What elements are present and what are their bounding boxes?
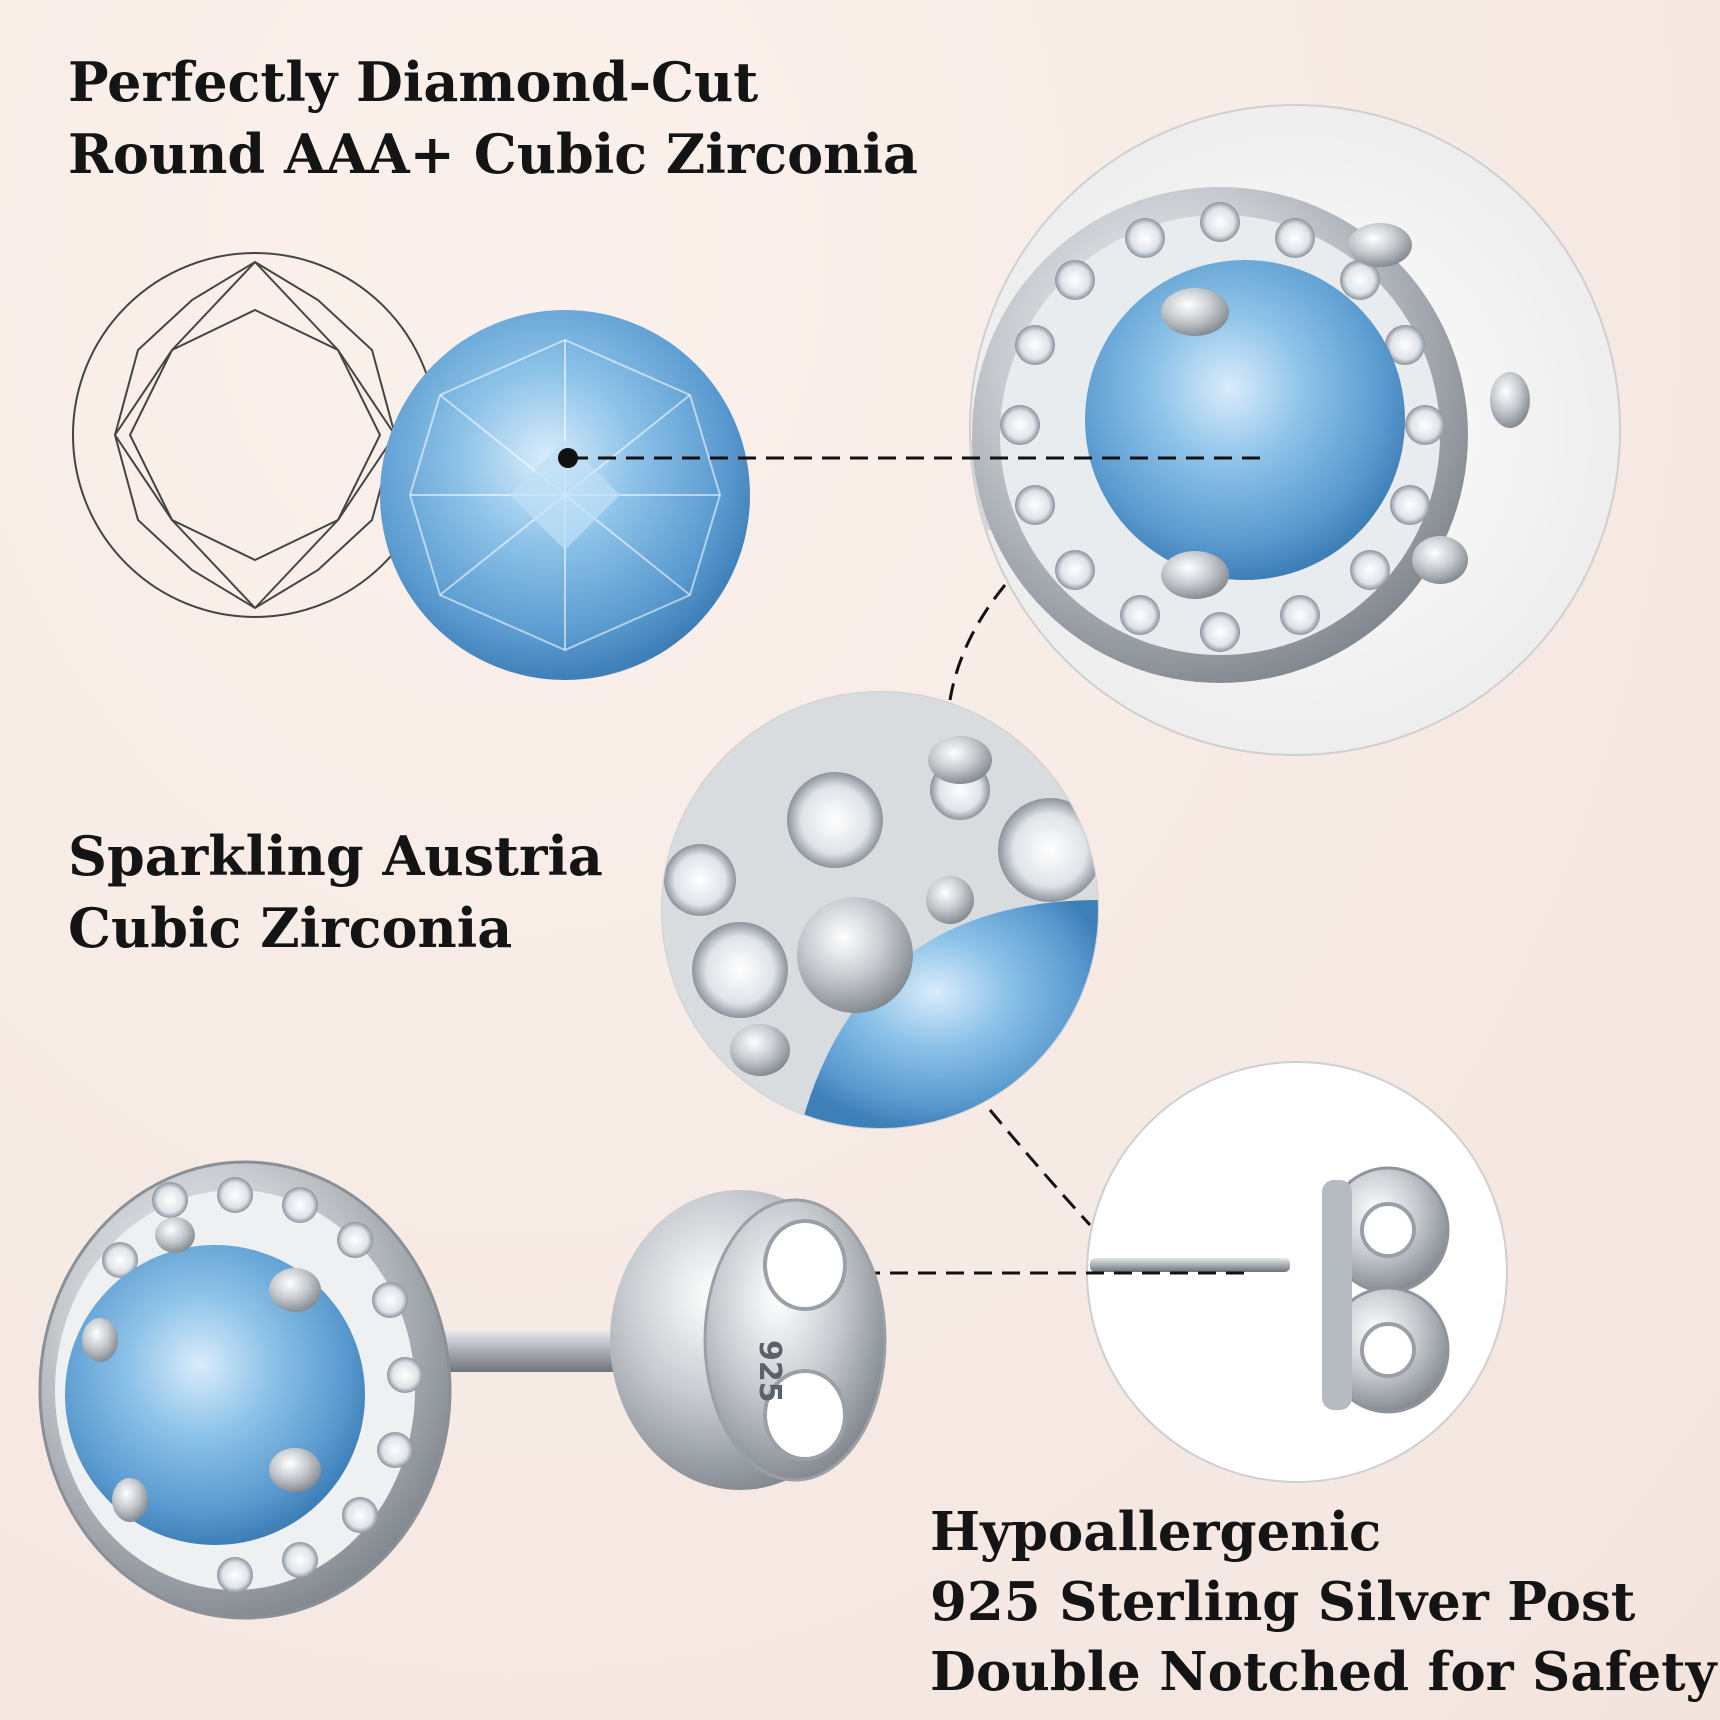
callout-lines [570,456,1265,1275]
headline-line: Double Notched for Safety [930,1641,1717,1703]
feature-headline-hypoallergenic: Hypoallergenic 925 Sterling Silver Post … [930,1497,1716,1707]
post-stamp: 925 [752,1340,787,1403]
earring-back-butterfly [1322,1166,1450,1414]
blue-gem [380,310,750,680]
zoom-circle-bottom [1086,1061,1508,1483]
headline-line: Hypoallergenic [930,1501,1382,1563]
headline-line: 925 Sterling Silver Post [930,1571,1636,1633]
zoom-circle-top [969,104,1621,756]
gem-outline-diagram [72,252,438,618]
headline-line: Cubic Zirconia [68,896,513,960]
zoom-circle-middle [661,691,1099,1129]
stud-earring [38,1160,887,1620]
feature-headline-diamond-cut: Perfectly Diamond-Cut Round AAA+ Cubic Z… [68,46,918,190]
feature-headline-sparkling: Sparkling Austria Cubic Zirconia [68,820,603,964]
headline-line: Round AAA+ Cubic Zirconia [68,122,918,186]
headline-line: Sparkling Austria [68,824,603,888]
headline-line: Perfectly Diamond-Cut [68,50,759,114]
